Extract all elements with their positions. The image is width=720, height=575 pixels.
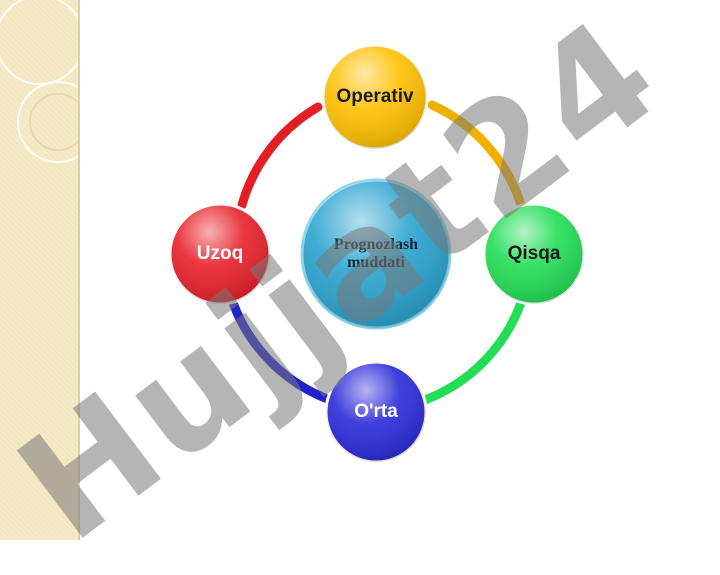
arc-qisqa-orta xyxy=(420,295,527,405)
center-label-line1: Prognozlash xyxy=(333,236,419,253)
node-label-operativ: Operativ xyxy=(336,86,414,107)
decorative-rings xyxy=(0,0,78,163)
arc-uzoq-operativ xyxy=(237,102,323,210)
node-label-qisqa: Qisqa xyxy=(507,243,561,264)
node-uzoq-gloss xyxy=(170,204,270,304)
node-label-orta: O'rta xyxy=(354,401,398,422)
forecast-cycle-diagram xyxy=(168,43,586,464)
center-label-line2: muddati xyxy=(347,254,405,271)
node-qisqa-gloss xyxy=(484,204,584,304)
decorative-side-strip xyxy=(0,0,80,540)
node-label-uzoq: Uzoq xyxy=(196,243,244,264)
node-operativ-gloss xyxy=(323,45,427,149)
node-orta-gloss xyxy=(326,362,426,462)
center-circle-gloss xyxy=(302,180,450,328)
arc-orta-uzoq xyxy=(227,295,335,405)
arc-operativ-qisqa xyxy=(427,100,527,213)
center-label: Prognozlash muddati xyxy=(316,236,436,272)
